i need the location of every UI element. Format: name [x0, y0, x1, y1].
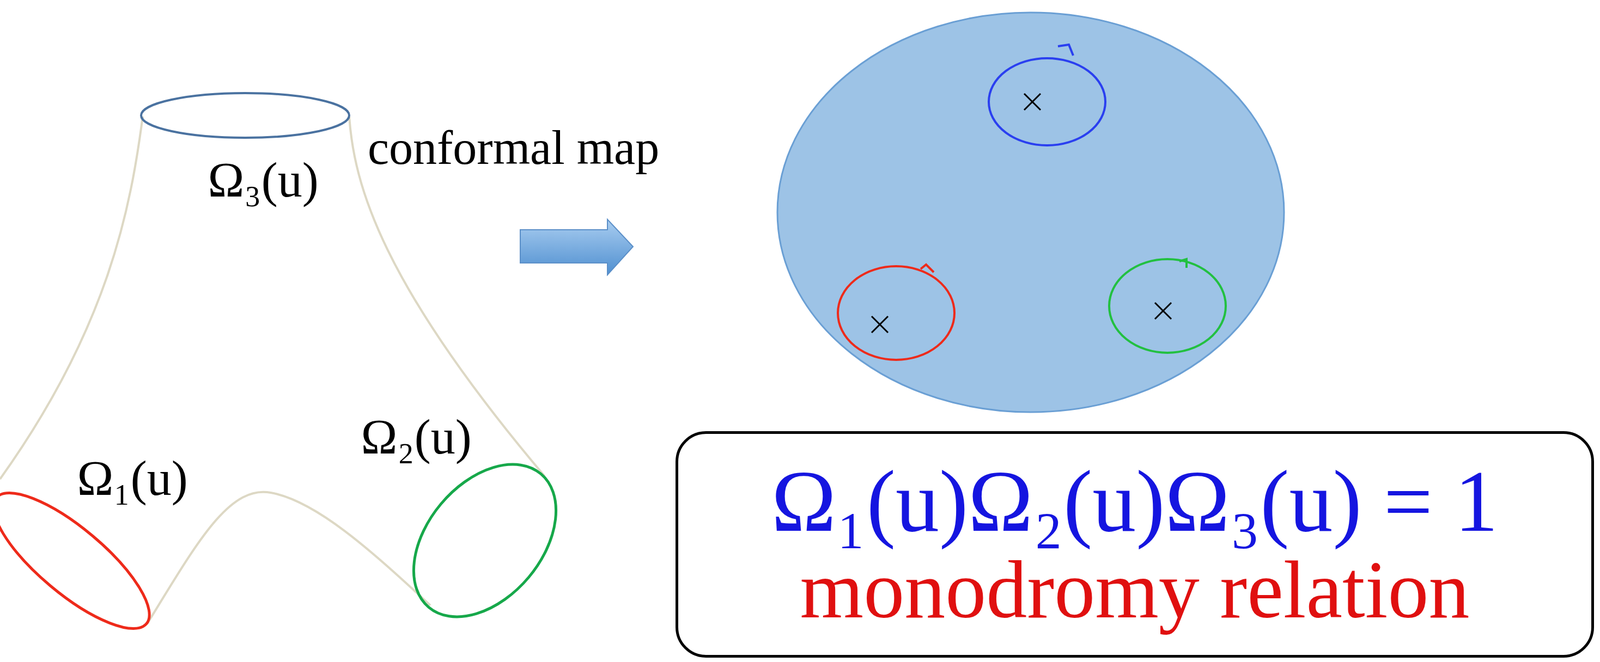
map-label: conformal map	[367, 122, 660, 175]
map-arrow	[520, 219, 634, 276]
loop-circle	[837, 266, 955, 361]
disc	[777, 12, 1285, 413]
surface-outline	[147, 492, 431, 625]
curve-label: Ω₁(u)	[76, 451, 188, 506]
puncture-mark	[1154, 302, 1172, 320]
boundary-circle	[141, 93, 350, 138]
equation: Ω₁(u)Ω₂(u)Ω₃(u) = 1	[771, 455, 1499, 548]
relation-box: Ω₁(u)Ω₂(u)Ω₃(u) = 1monodromy relation	[675, 431, 1595, 659]
boundary-circle	[385, 437, 586, 645]
curve-label: Ω₃(u)	[207, 153, 319, 208]
caption-text: monodromy relation	[800, 547, 1470, 634]
puncture-mark	[871, 316, 888, 333]
loop-arrowhead	[1179, 259, 1187, 269]
puncture-mark	[1024, 93, 1041, 111]
loop-arrowhead	[920, 264, 934, 273]
loop-circle	[988, 58, 1106, 146]
loop-circle	[1109, 259, 1226, 354]
loop-arrowhead	[1057, 44, 1074, 56]
surface-outline	[0, 116, 143, 480]
curve-label: Ω₂(u)	[360, 410, 472, 465]
